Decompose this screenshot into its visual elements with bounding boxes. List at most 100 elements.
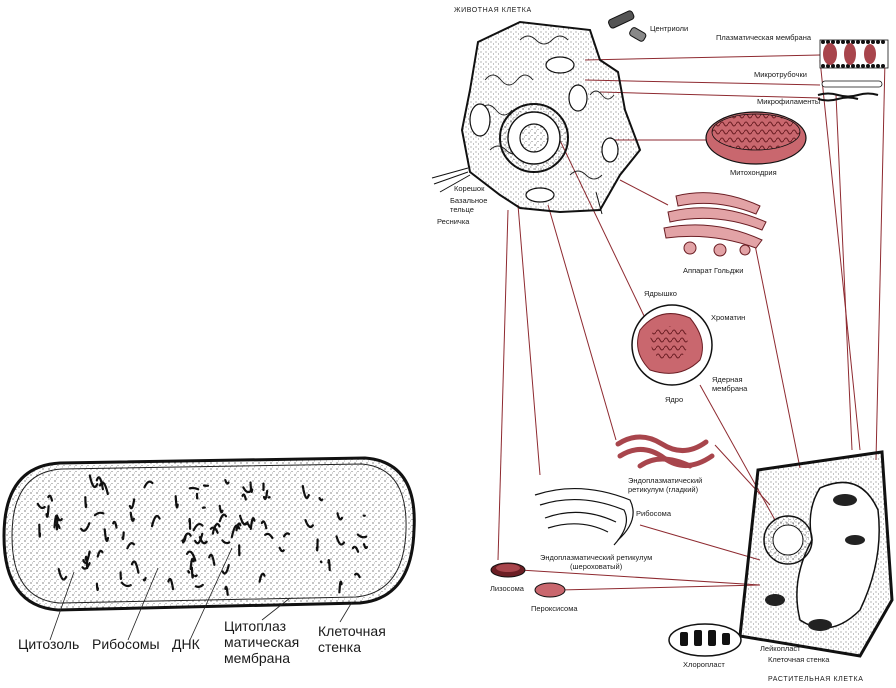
label-smooth-er: Эндоплазматический ретикулум (гладкий) xyxy=(628,476,703,494)
dna-strand xyxy=(188,486,200,491)
dna-strand xyxy=(218,513,228,523)
dna-strand xyxy=(98,481,109,496)
dna-strand xyxy=(242,486,252,494)
dna-strand xyxy=(112,520,118,529)
animal-cell xyxy=(431,20,642,215)
lipid-head xyxy=(861,64,865,68)
dna-strand xyxy=(119,571,123,580)
label-plasma-membrane-bact: Цитоплаз матическая мембрана xyxy=(224,618,300,666)
label-ribosomes: Рибосомы xyxy=(92,636,160,652)
dna-strand xyxy=(262,489,269,501)
dna-strand xyxy=(120,581,132,588)
dna-strand xyxy=(315,538,319,552)
dna-strand xyxy=(142,576,147,582)
dna-strand xyxy=(188,518,192,530)
lipid-head xyxy=(826,64,830,68)
dna-strand xyxy=(57,568,68,581)
dna-strand xyxy=(128,498,136,510)
label-centrioles: Центриоли xyxy=(650,24,689,33)
label-leucoplast: Лейкопласт xyxy=(760,644,801,653)
lipid-head xyxy=(881,64,885,68)
animal-cell-title: ЖИВОТНАЯ КЛЕТКА xyxy=(454,7,532,14)
animal-cell-mitochondria xyxy=(469,56,619,203)
bacterium-cell xyxy=(2,456,416,641)
dna-strand xyxy=(335,535,346,546)
dna-strand xyxy=(130,560,140,574)
lysosome-detail xyxy=(490,562,526,578)
bacterium-cell-wall xyxy=(2,456,416,612)
dna-strand xyxy=(53,514,59,529)
dna-strand xyxy=(84,496,88,509)
animal-cell-nucleus xyxy=(499,103,569,173)
dna-strand xyxy=(301,484,310,500)
label-rough-er: Эндоплазматический ретикулум (шероховаты… xyxy=(540,553,653,571)
lipid-head xyxy=(836,64,840,68)
label-microtubules: Микротрубочки xyxy=(754,70,807,79)
label-plasma-membrane: Плазматическая мембрана xyxy=(716,33,812,42)
dna-strand xyxy=(126,542,136,550)
dna-strand xyxy=(185,550,197,562)
label-cytosol: Цитозоль xyxy=(18,636,80,652)
dna-strand xyxy=(167,577,175,591)
dna-strand xyxy=(319,560,323,564)
dna-strand xyxy=(95,582,99,592)
nucleus-detail xyxy=(631,304,713,386)
lipid-head xyxy=(831,40,835,44)
lipid-head xyxy=(866,64,870,68)
animal-cell-cilia xyxy=(431,167,603,215)
dna-strand xyxy=(88,474,99,489)
lipid-head xyxy=(841,64,845,68)
dna-strand xyxy=(96,549,104,558)
label-chloroplast: Хлоропласт xyxy=(683,660,725,669)
label-lysosome: Лизосома xyxy=(490,584,524,593)
dna-strand xyxy=(150,514,161,528)
lipid-head xyxy=(841,40,845,44)
label-cilium: Ресничка xyxy=(437,217,470,226)
dna-strand xyxy=(208,553,216,566)
dna-strand xyxy=(230,524,241,539)
dna-strand xyxy=(338,580,343,594)
lipid-head xyxy=(871,64,875,68)
lipid-head xyxy=(821,64,825,68)
dna-strand xyxy=(209,526,219,534)
dna-strand xyxy=(336,512,344,521)
dna-strand xyxy=(192,522,204,532)
plasma-membrane-detail xyxy=(819,39,889,69)
dna-strand xyxy=(221,539,231,545)
dna-strand xyxy=(354,572,361,579)
lipid-head xyxy=(846,64,850,68)
dna-strand xyxy=(189,557,195,571)
connector-lines xyxy=(497,54,886,591)
bacterium-pointer-lines xyxy=(49,547,353,641)
dna-strand xyxy=(190,566,195,579)
dna-strand xyxy=(241,493,247,501)
label-nuclear-membrane: Ядерная мембрана xyxy=(712,375,748,393)
label-golgi: Аппарат Гольджи xyxy=(683,266,744,275)
dna-strand xyxy=(211,522,221,535)
label-microfilaments: Микрофиламенты xyxy=(757,97,821,106)
dna-strand xyxy=(356,533,368,539)
lipid-head xyxy=(866,40,870,44)
dna-strand xyxy=(47,494,54,502)
dna-strand xyxy=(362,542,369,550)
dna-strand xyxy=(84,555,89,570)
label-peroxisome: Пероксисома xyxy=(531,604,578,613)
golgi-detail xyxy=(663,192,767,257)
dna-strand xyxy=(235,522,242,532)
dna-strand xyxy=(327,559,331,572)
dna-strand xyxy=(264,532,274,540)
dna-strand xyxy=(174,495,179,509)
centrioles-detail xyxy=(608,10,647,42)
label-nucleus: Ядро xyxy=(665,395,684,404)
dna-strand xyxy=(224,479,230,485)
lipid-head xyxy=(826,40,830,44)
smooth-er-detail xyxy=(615,434,715,469)
lipid-head xyxy=(856,40,860,44)
dna-strand xyxy=(258,572,266,583)
lipid-head xyxy=(871,40,875,44)
dna-strand xyxy=(283,532,291,538)
dna-strand xyxy=(249,517,256,530)
dna-strand xyxy=(81,562,91,570)
microfilaments-detail xyxy=(817,92,879,102)
